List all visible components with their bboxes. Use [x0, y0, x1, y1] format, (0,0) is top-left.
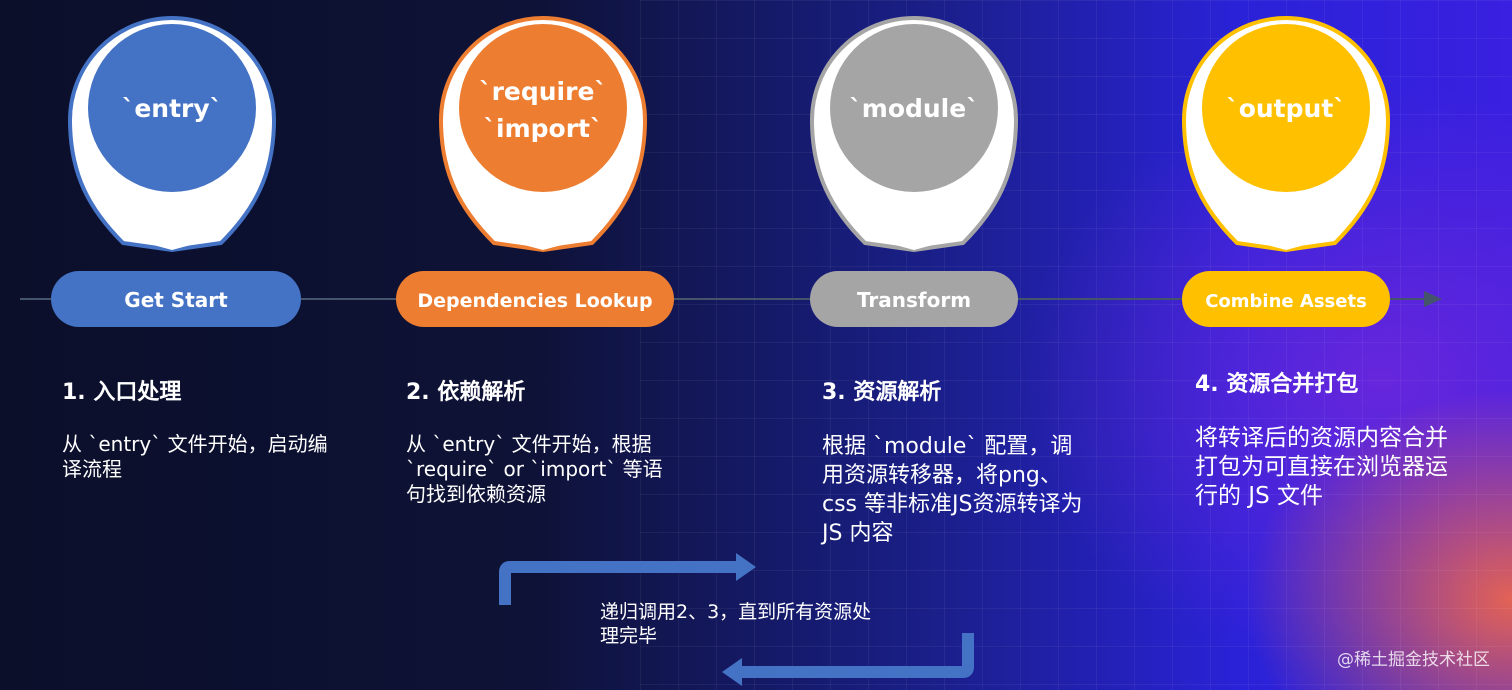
- pin-tip: [1234, 236, 1338, 250]
- stage-pill-combine-assets: [1182, 271, 1390, 327]
- pin-module: [809, 16, 1019, 253]
- step-title: 2. 依赖解析: [406, 380, 526, 405]
- stage-pill-transform: [810, 271, 1018, 327]
- pin-code-label: `import`: [484, 114, 603, 143]
- pin-circle: [1202, 24, 1370, 192]
- pin-require-import: [438, 16, 648, 253]
- pin-code-label: `require`: [479, 77, 607, 106]
- loop-arrow-top-head: [736, 553, 756, 581]
- step-title: 4. 资源合并打包: [1195, 372, 1359, 397]
- pin-code-label: `module`: [849, 94, 978, 123]
- pin-output: [1181, 16, 1391, 253]
- stage-label: Dependencies Lookup: [417, 290, 652, 312]
- pin-code-label: `output`: [1226, 94, 1346, 123]
- stage-pill-dependencies-lookup: [396, 271, 674, 327]
- pin-tip: [491, 236, 595, 250]
- loop-note: 递归调用2、3，直到所有资源处理完毕: [600, 601, 872, 647]
- step-description: 根据 `module` 配置，调用资源转移器，将png、css 等非标准JS资源…: [822, 434, 1083, 546]
- step-title: 1. 入口处理: [62, 380, 182, 405]
- step-description: 从 `entry` 文件开始，启动编译流程: [62, 432, 328, 481]
- stage-label: Combine Assets: [1205, 291, 1367, 312]
- step-description: 从 `entry` 文件开始，根据 `require` or `import` …: [406, 432, 663, 506]
- pin-entry: [67, 16, 277, 253]
- stage-label: Transform: [857, 288, 971, 312]
- loop-arrow-top: [499, 561, 738, 605]
- loop-arrow-bottom-head: [722, 658, 742, 686]
- stage-label: Get Start: [124, 288, 228, 312]
- pin-circle: [88, 24, 256, 192]
- pin-code-label: `entry`: [122, 94, 222, 123]
- stage-pill-get-start: [51, 271, 301, 327]
- pin-tip: [862, 236, 966, 250]
- loop-arrow-bottom: [740, 633, 974, 678]
- watermark: @稀土掘金技术社区: [1337, 650, 1490, 670]
- pin-tip: [120, 236, 224, 250]
- pin-circle: [830, 24, 998, 192]
- pin-circle: [459, 24, 627, 192]
- step-title: 3. 资源解析: [822, 380, 942, 405]
- step-description: 将转译后的资源内容合并打包为可直接在浏览器运行的 JS 文件: [1195, 425, 1448, 509]
